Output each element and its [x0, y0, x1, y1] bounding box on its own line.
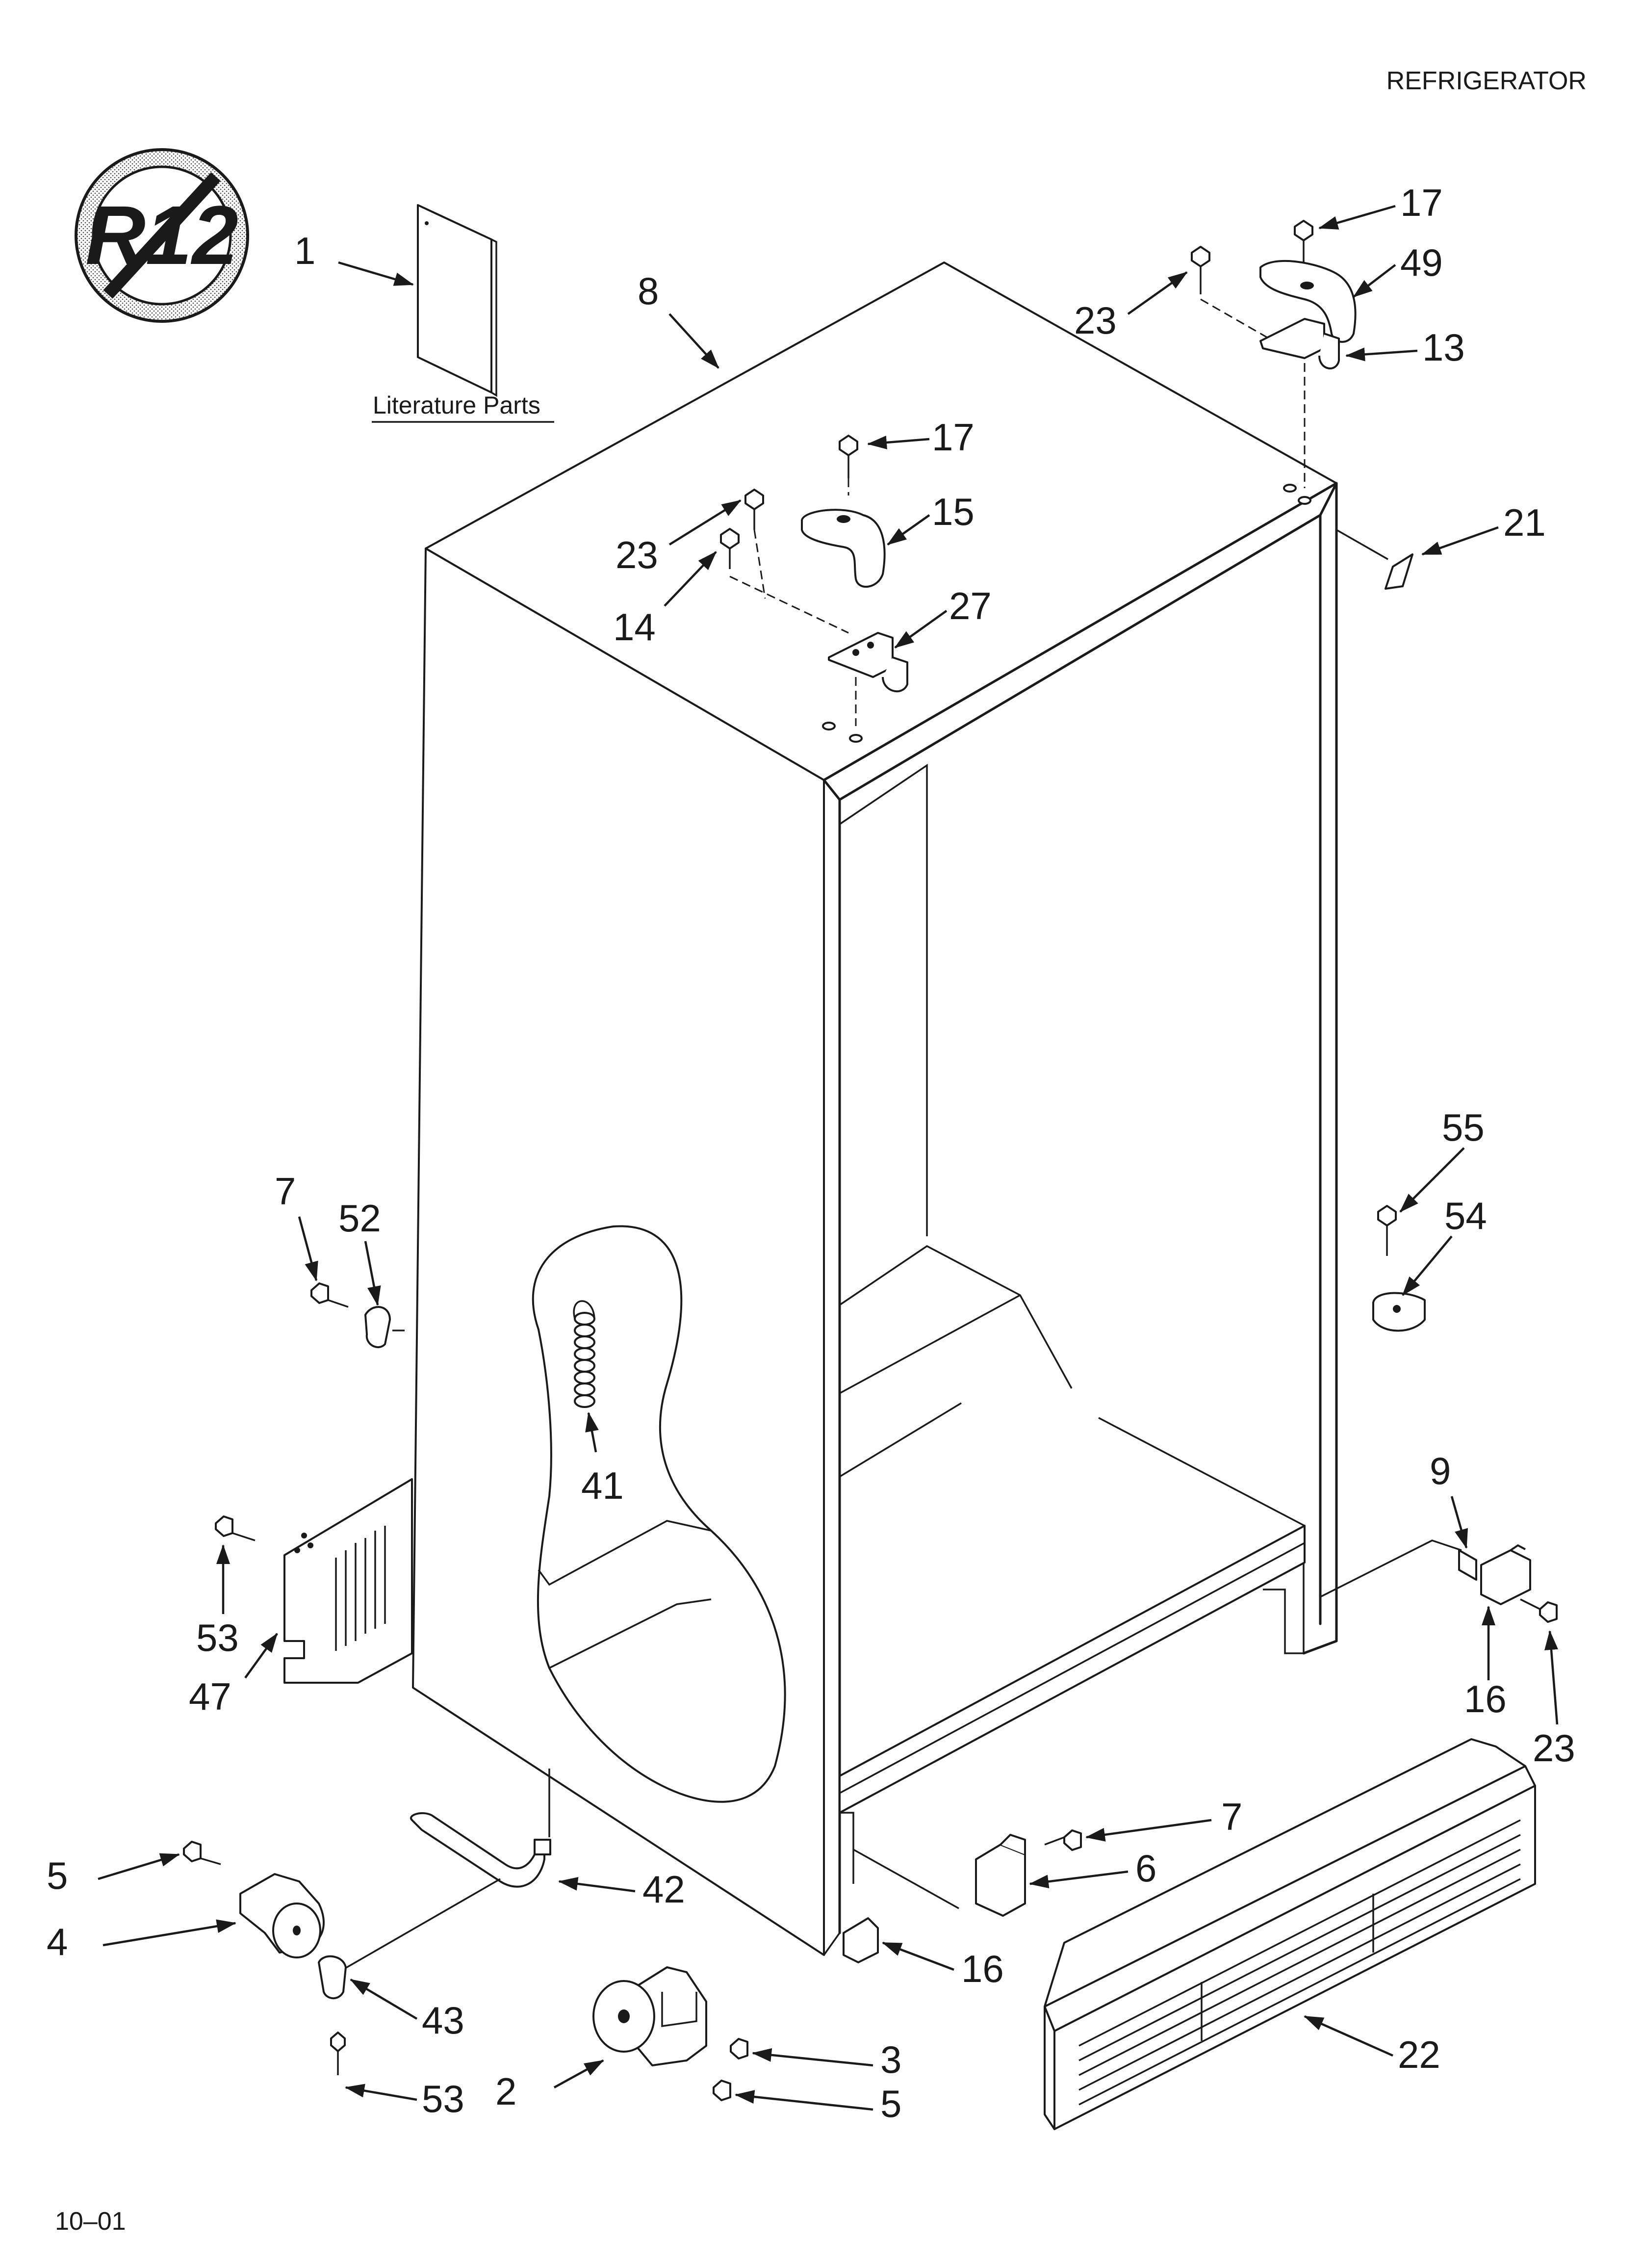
- callout-17-top: 17: [1400, 181, 1443, 224]
- right-screw-and-bracket: [1372, 1205, 1426, 1332]
- side-vent-panel: [215, 1478, 413, 1684]
- callout-49: 49: [1400, 241, 1443, 284]
- callout-5-left: 5: [47, 1854, 68, 1897]
- callout-9: 9: [1430, 1449, 1451, 1492]
- callout-27: 27: [949, 584, 992, 627]
- callout-3: 3: [880, 2038, 901, 2081]
- toe-grille: [1044, 1738, 1536, 2130]
- callout-54: 54: [1444, 1194, 1487, 1237]
- callout-23-mid: 23: [616, 533, 658, 576]
- refrigerator-cabinet: [412, 261, 1338, 1956]
- literature-label: Literature Parts: [373, 391, 540, 419]
- bottom-center-brackets: [843, 1829, 1082, 1963]
- tube-plug: [1336, 529, 1413, 590]
- callout-21: 21: [1503, 501, 1546, 544]
- callout-15: 15: [932, 490, 975, 533]
- leader-lines: [98, 205, 1559, 2111]
- front-caster-left: [183, 1841, 501, 2075]
- callout-2: 2: [495, 2070, 516, 2113]
- callout-53-left: 53: [196, 1616, 239, 1659]
- page-title: REFRIGERATOR: [1386, 67, 1587, 95]
- bottom-right-bracket: [1320, 1539, 1558, 1623]
- drain-tube: [410, 1769, 551, 1888]
- callout-22: 22: [1398, 2033, 1440, 2076]
- callout-8: 8: [638, 269, 659, 313]
- drain-hose-coil: [573, 1300, 595, 1408]
- date-code: 10–01: [55, 2207, 126, 2236]
- callout-7-left: 7: [275, 1170, 296, 1213]
- callout-53-bottom: 53: [422, 2077, 464, 2120]
- callout-23-top: 23: [1074, 299, 1117, 342]
- callout-43: 43: [422, 1999, 464, 2042]
- callout-55: 55: [1442, 1106, 1485, 1149]
- callout-17-mid: 17: [932, 416, 975, 459]
- callout-16-right: 16: [1464, 1677, 1507, 1721]
- callout-1: 1: [294, 229, 315, 272]
- callout-42: 42: [642, 1868, 685, 1911]
- no-r12-badge: R12: [75, 148, 249, 323]
- front-roller: [592, 1966, 748, 2101]
- literature-booklet: [417, 204, 497, 397]
- callout-16-bottom: 16: [961, 1947, 1004, 1990]
- top-hinge-right: [1191, 220, 1357, 505]
- callout-23-right: 23: [1533, 1726, 1575, 1770]
- callout-47: 47: [189, 1675, 231, 1718]
- callout-5-bottom: 5: [880, 2082, 901, 2125]
- callout-41: 41: [581, 1464, 624, 1507]
- callout-13: 13: [1422, 326, 1465, 369]
- callout-7-bottom: 7: [1221, 1795, 1242, 1838]
- top-hinge-left: [720, 435, 908, 743]
- callout-6: 6: [1135, 1847, 1156, 1890]
- callout-52: 52: [338, 1197, 381, 1240]
- side-screw-and-clip: [310, 1282, 405, 1348]
- callout-14: 14: [613, 605, 656, 649]
- callout-4: 4: [47, 1920, 68, 1963]
